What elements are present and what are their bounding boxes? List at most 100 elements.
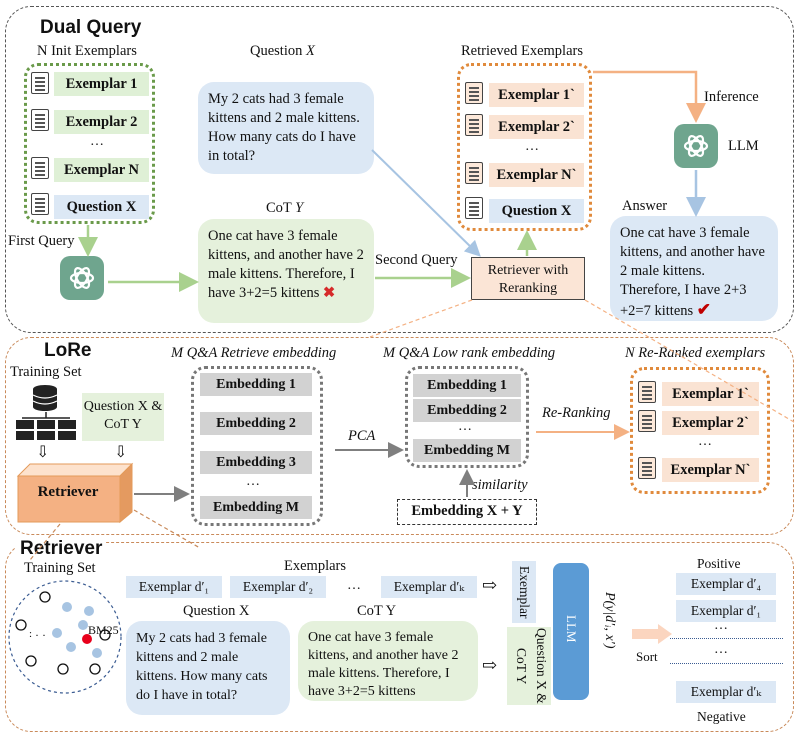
retriever-question-bubble: My 2 cats had 3 female kittens and 2 mal…	[126, 621, 290, 715]
retrieved-exemplar-1: Exemplar 1`	[489, 83, 584, 107]
inference-label: Inference	[704, 89, 759, 105]
ranked-exemplar-dk: Exemplar d′ₖ	[676, 681, 776, 703]
ellipsis: …	[347, 578, 363, 593]
low-rank-label: M Q&A Low rank embedding	[383, 345, 556, 361]
ranked-exemplar-d1: Exemplar d′₁	[676, 600, 776, 622]
second-query-label: Second Query	[375, 252, 458, 268]
llm-logo-icon	[674, 124, 718, 168]
retriever-cot-bubble: One cat have 3 female kittens, and anoth…	[298, 621, 478, 701]
reranking-label: Re-Ranking	[542, 405, 611, 421]
llm-logo-icon	[60, 256, 104, 300]
doc-icon	[638, 381, 656, 403]
first-query-label: First Query	[8, 233, 75, 249]
llm-block-label: LLM	[564, 615, 579, 643]
doc-icon	[465, 162, 483, 184]
retriever-block-label: Retriever	[37, 484, 99, 500]
embedding-3: Embedding 3	[200, 451, 312, 474]
retriever-reranking-text: Retriever with Reranking	[487, 263, 569, 296]
doc-icon	[638, 457, 656, 479]
init-exemplars-label: N Init Exemplars	[37, 43, 137, 59]
dual-query-title: Dual Query	[36, 17, 146, 39]
retrieved-question-x: Question X	[489, 199, 584, 223]
ranked-exemplar-d4: Exemplar d′₄	[676, 573, 776, 595]
down-arrow-icon: ⇩	[114, 444, 128, 461]
lore-question-cot-text: Question X & CoT Y	[83, 399, 163, 432]
bm25-label: BM25	[88, 623, 119, 637]
llm-label: LLM	[728, 138, 759, 154]
ellipsis: …	[246, 474, 262, 489]
init-exemplar-n: Exemplar N	[54, 158, 149, 182]
embedding-2: Embedding 2	[200, 412, 312, 435]
retriever-question-label: Question X	[183, 603, 249, 620]
question-doc-icon	[465, 197, 483, 219]
cot-title-var: Y	[295, 200, 304, 216]
init-question-x: Question X	[54, 195, 149, 219]
embedding-xy-text: Embedding X + Y	[411, 503, 523, 519]
retriever-reranking-box: Retriever with Reranking	[471, 257, 585, 300]
svg-text:· ·: · ·	[35, 628, 46, 642]
answer-bubble: One cat have 3 female kittens, and anoth…	[610, 216, 778, 321]
negative-label: Negative	[697, 709, 746, 724]
embedding-m: Embedding M	[200, 496, 312, 519]
retrieved-exemplars-box	[457, 63, 592, 231]
question-title-text: Question	[250, 43, 306, 59]
embedding-xy-box: Embedding X + Y	[397, 499, 537, 525]
retriever-exemplar-dk: Exemplar d′ₖ	[381, 576, 477, 598]
question-cot-vertical-box: Question X & CoT Y	[507, 627, 551, 705]
retriever-block	[16, 462, 134, 524]
cot-title-text: CoT	[266, 200, 296, 216]
doc-icon	[31, 157, 49, 179]
reranked-label: N Re-Ranked exemplars	[625, 345, 766, 361]
similarity-label: similarity	[472, 477, 528, 493]
sort-label: Sort	[636, 649, 658, 664]
question-x-title: Question X	[250, 43, 315, 60]
down-arrow-icon: ⇩	[36, 444, 50, 461]
low-rank-embedding-m: Embedding M	[413, 439, 521, 462]
question-title-var: X	[305, 43, 315, 59]
embedding-1: Embedding 1	[200, 373, 312, 396]
llm-block	[553, 563, 589, 700]
ellipsis: …	[525, 139, 541, 154]
positive-label: Positive	[697, 556, 741, 571]
low-rank-embedding-1: Embedding 1	[413, 374, 521, 397]
cot-y-title: CoT Y	[266, 200, 303, 217]
retriever-section	[5, 542, 794, 732]
retriever-question-label-text: Question X	[183, 603, 250, 619]
cross-icon: ✖	[323, 285, 336, 301]
check-icon: ✔	[696, 300, 712, 319]
doc-icon	[465, 114, 483, 136]
retrieve-embedding-box	[191, 366, 323, 526]
cot-bubble: One cat have 3 female kittens, and anoth…	[198, 219, 374, 323]
retriever-exemplar-d1: Exemplar d′₁	[126, 576, 222, 598]
retriever-cot-label: CoT Y	[357, 603, 397, 619]
retriever-exemplar-d2: Exemplar d′₂	[230, 576, 326, 598]
low-rank-box	[405, 366, 529, 468]
init-exemplars-box	[24, 63, 155, 224]
ellipsis: …	[698, 434, 714, 449]
ellipsis: …	[90, 134, 106, 149]
doc-icon	[465, 82, 483, 104]
doc-icon	[31, 72, 49, 94]
question-cot-vertical-text: Question X & CoT Y	[514, 628, 549, 704]
question-bubble: My 2 cats had 3 female kittens and 2 mal…	[198, 82, 374, 174]
ranked-divider	[670, 663, 783, 664]
exemplar-vertical-box: Exemplar	[512, 561, 536, 623]
retrieve-embedding-label: M Q&A Retrieve embedding	[171, 345, 337, 361]
init-exemplar-2: Exemplar 2	[54, 110, 149, 134]
training-set-circle: · · :	[8, 580, 122, 694]
lore-title: LoRe	[40, 340, 96, 362]
ellipsis: …	[714, 618, 730, 633]
low-rank-embedding-2: Embedding 2	[413, 399, 521, 422]
svg-text::: :	[29, 628, 32, 640]
lore-training-set-label: Training Set	[10, 364, 82, 380]
reranked-exemplar-1: Exemplar 1`	[662, 382, 759, 406]
retriever-training-set-label: Training Set	[24, 560, 96, 576]
database-icon	[32, 385, 58, 411]
answer-label: Answer	[622, 198, 668, 214]
right-arrow-icon: ⇨	[482, 575, 498, 595]
doc-icon	[31, 109, 49, 131]
reranked-exemplar-n: Exemplar N`	[662, 458, 759, 482]
pca-label: PCA	[348, 428, 376, 444]
ellipsis: …	[458, 419, 474, 434]
ranked-divider	[670, 638, 783, 639]
